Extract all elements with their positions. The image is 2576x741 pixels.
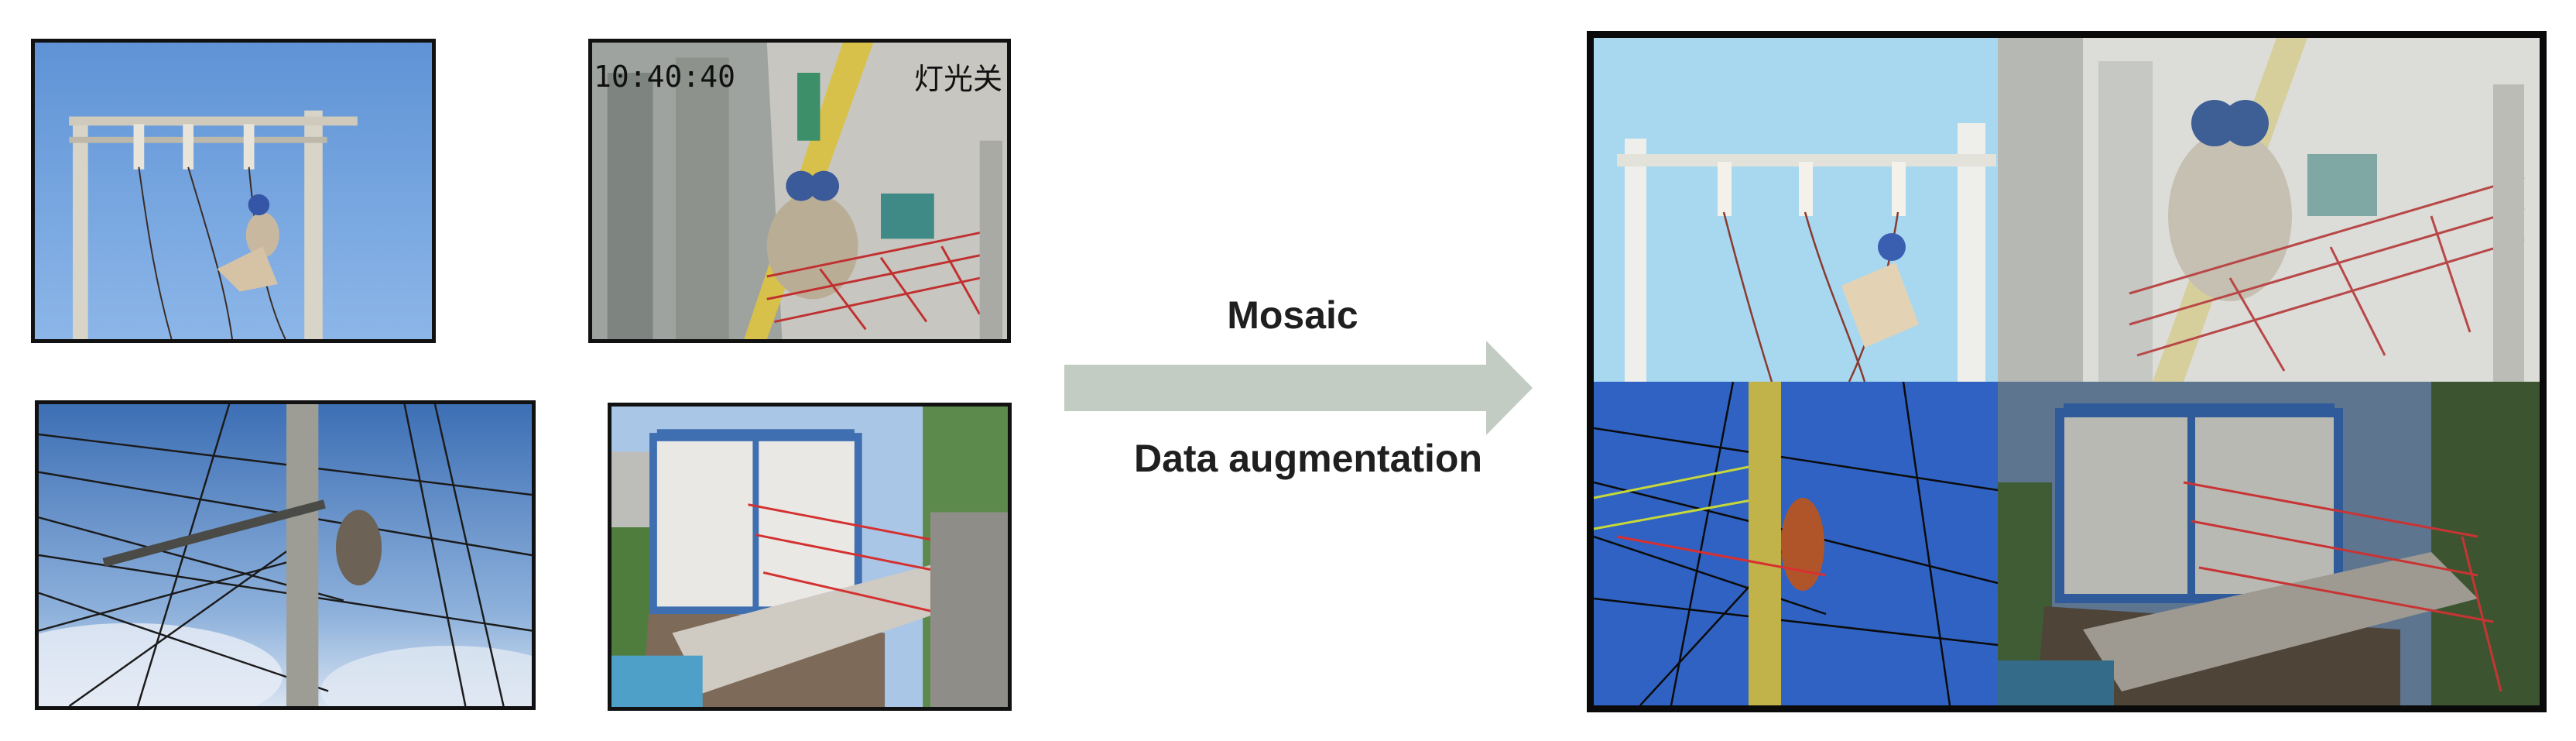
source-image-substation — [608, 403, 1012, 711]
mosaic-tile-pole-climbing — [1594, 38, 1998, 382]
cctv-timestamp: 10:40:40 — [594, 60, 736, 94]
mosaic-tile-cctv-worker — [1998, 38, 2540, 382]
source-image-pole-climbing — [31, 39, 436, 343]
mosaic-tile-pole-wires — [1594, 382, 1998, 705]
source-image-pole-wires — [35, 400, 536, 710]
arrow-label-data-augmentation: Data augmentation — [1133, 437, 1483, 480]
right-arrow — [1064, 341, 1533, 435]
cctv-overlay-text: 灯光关 — [913, 62, 1002, 96]
source-image-cctv-worker: 10:40:40 灯光关 — [588, 39, 1011, 343]
arrow-label-mosaic: Mosaic — [1227, 293, 1358, 337]
mosaic-tile-substation — [1998, 382, 2540, 705]
mosaic-output-image — [1587, 31, 2547, 712]
